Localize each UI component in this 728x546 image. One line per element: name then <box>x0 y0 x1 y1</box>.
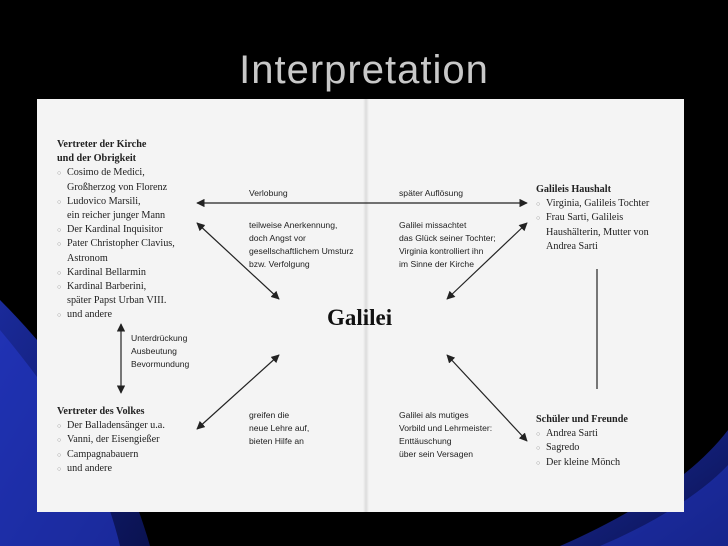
arrow-church-galilei <box>196 222 280 300</box>
list-item: Virginia, Galileis Tochter <box>536 197 649 211</box>
list-item: Kardinal Barberini, später Papst Urban V… <box>57 280 175 308</box>
list-item: Pater Christopher Clavius, Astronom <box>57 237 175 265</box>
list-item: und andere <box>57 308 175 322</box>
list-item: Sagredo <box>536 441 628 455</box>
list-item: Frau Sarti, Galileis Haushälterin, Mutte… <box>536 211 649 254</box>
label-adopt-teaching: greifen die neue Lehre auf, bieten Hilfe… <box>249 410 310 446</box>
church-group: Vertreter der Kirche und der Obrigkeit C… <box>57 138 175 323</box>
household-group: Galileis Haushalt Virginia, Galileis Toc… <box>536 183 649 254</box>
household-heading: Galileis Haushalt <box>536 184 612 195</box>
students-heading: Schüler und Freunde <box>536 414 628 425</box>
center-node-galilei: Galilei <box>327 305 393 330</box>
arrow-household-galilei <box>446 222 528 300</box>
church-heading: Vertreter der Kirche und der Obrigkeit <box>57 139 147 165</box>
label-partial-recognition: teilweise Anerkennung, doch Angst vor ge… <box>249 220 354 269</box>
arrows-layer <box>116 198 598 442</box>
arrow-students-galilei <box>446 354 528 442</box>
list-item: Kardinal Bellarmin <box>57 266 175 280</box>
list-item: Cosimo de Medici, Großherzog von Florenz <box>57 166 175 194</box>
list-item: Der kleine Mönch <box>536 456 628 470</box>
list-item: Vanni, der Eisengießer <box>57 433 165 447</box>
book-diagram: Vertreter der Kirche und der Obrigkeit C… <box>37 99 684 512</box>
list-item: Der Kardinal Inquisitor <box>57 223 175 237</box>
label-role-model: Galilei als mutiges Vorbild und Lehrmeis… <box>399 410 493 459</box>
list-item: Andrea Sarti <box>536 427 628 441</box>
list-item: und andere <box>57 462 165 476</box>
book-spine <box>363 99 369 512</box>
label-oppression: Unterdrückung Ausbeutung Bevormundung <box>131 333 190 369</box>
people-heading: Vertreter des Volkes <box>57 406 145 417</box>
label-engagement: Verlobung <box>249 188 288 198</box>
list-item: Campagnabauern <box>57 448 165 462</box>
label-disregards-daughter: Galilei missachtet das Glück seiner Toch… <box>399 220 496 269</box>
arrow-people-galilei <box>196 354 280 430</box>
people-group: Vertreter des Volkes Der Balladensänger … <box>57 405 165 476</box>
list-item: Ludovico Marsili, ein reicher junger Man… <box>57 195 175 223</box>
label-later-dissolution: später Auflösung <box>399 188 464 198</box>
slide-title: Interpretation <box>239 48 489 92</box>
students-group: Schüler und Freunde Andrea Sarti Sagredo… <box>536 413 628 470</box>
list-item: Der Balladensänger u.a. <box>57 419 165 433</box>
